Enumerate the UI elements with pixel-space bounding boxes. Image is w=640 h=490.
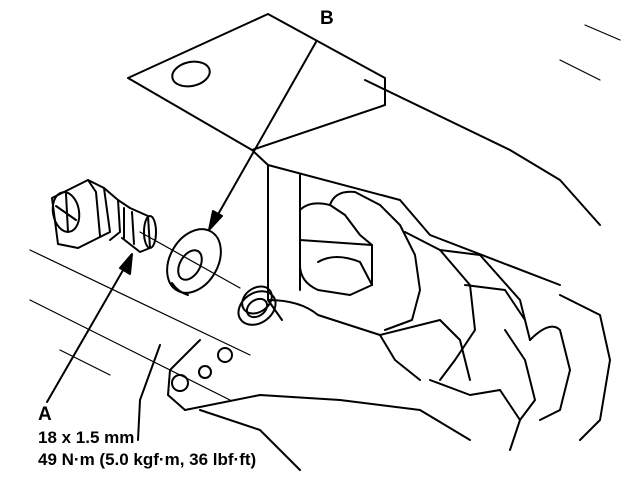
sealing-washer-B: [166, 228, 222, 296]
callout-letter-A: A: [38, 404, 52, 425]
callout-letter-B: B: [320, 8, 334, 29]
leader-A: [46, 253, 133, 403]
bolt-size-spec: 18 x 1.5 mm: [38, 428, 135, 447]
leader-B: [208, 41, 317, 231]
reference-lines: [29, 24, 621, 401]
transmission-housing: [137, 164, 611, 471]
drain-port: [237, 285, 277, 326]
drain-bolt-A: [51, 179, 157, 253]
torque-spec: 49 N·m (5.0 kgf·m, 36 lbf·ft): [38, 450, 257, 469]
